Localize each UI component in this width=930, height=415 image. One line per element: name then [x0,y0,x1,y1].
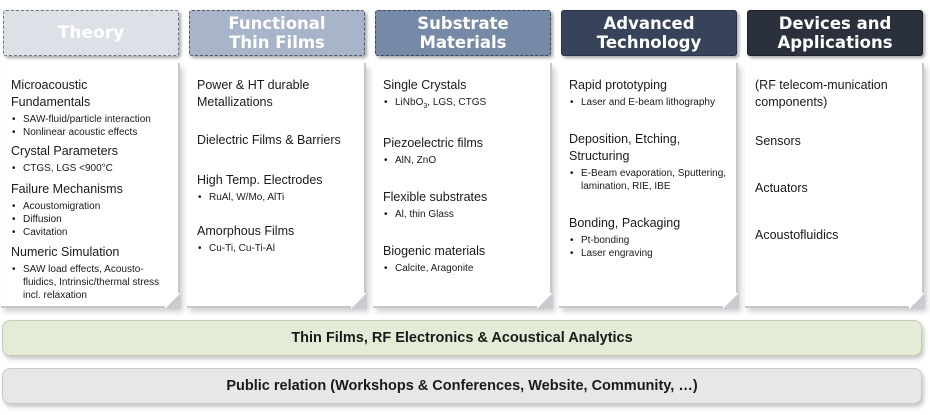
bullet-item: Diffusion [11,213,172,226]
column-advanced-technology: Advanced Technology Rapid prototyping La… [559,8,740,309]
section-title: (RF telecom-munication components) [755,78,888,109]
column-substrate-materials: Substrate Materials Single Crystals LiNb… [373,8,554,309]
bullet-item: Nonlinear acoustic effects [11,126,172,139]
column-devices-and-applications: Devices and Applications (RF telecom-mun… [745,8,926,309]
bullet-item: Al, thin Glass [383,208,544,221]
section-title: Dielectric Films & Barriers [197,133,341,147]
section: Single Crystals LiNbO3, LGS, CTGS [383,77,544,113]
bullet-item: Laser engraving [569,247,730,260]
section: Rapid prototyping Laser and E-beam litho… [569,77,730,109]
section: Crystal Parameters CTGS, LGS <900°C [11,143,172,175]
section: Microacoustic Fundamentals SAW-fluid/par… [11,77,172,139]
section: Piezoelectric films AlN, ZnO [383,135,544,167]
section: Flexible substrates Al, thin Glass [383,189,544,221]
section-title: Acoustofluidics [755,228,839,242]
section: Actuators [755,180,916,197]
page-fold-corner [351,293,367,309]
section-title: Amorphous Films [197,224,295,238]
section-title: Microacoustic Fundamentals [11,78,91,109]
bullet-item: CTGS, LGS <900°C [11,162,172,175]
section: Dielectric Films & Barriers [197,132,358,149]
column-header: Advanced Technology [561,10,737,56]
bullet-item: Laser and E-beam lithography [569,96,730,109]
page-fold-corner [537,293,553,309]
section: Failure Mechanisms Acoustomigration Diff… [11,181,172,239]
bullet-item: SAW-fluid/particle interaction [11,113,172,126]
column-header: Devices and Applications [747,10,923,56]
section: Sensors [755,133,916,150]
column-card: (RF telecom-munication components) Senso… [745,63,925,309]
section: High Temp. Electrodes RuAl, W/Mo, AlTi [197,172,358,204]
section-title: Piezoelectric films [383,136,484,150]
column-theory: Theory Microacoustic Fundamentals SAW-fl… [1,8,182,309]
column-card: Rapid prototyping Laser and E-beam litho… [559,63,739,309]
bullet-item: Cavitation [11,226,172,239]
section-title: High Temp. Electrodes [197,173,323,187]
section-title: Flexible substrates [383,190,488,204]
bullet-item: Acoustomigration [11,200,172,213]
page-fold-corner [909,293,925,309]
bullet-item: LiNbO3, LGS, CTGS [383,96,544,113]
section-title: Numeric Simulation [11,245,120,259]
bullet-item: SAW load effects, Acousto-fluidics, Intr… [11,263,171,302]
column-header: Functional Thin Films [189,10,365,56]
bullet-item: Calcite, Aragonite [383,262,544,275]
section-title: Deposition, Etching, Structuring [569,132,681,163]
section-title: Actuators [755,181,808,195]
section-title: Bonding, Packaging [569,216,681,230]
section: Power & HT durable Metallizations [197,77,358,111]
section: Numeric Simulation SAW load effects, Aco… [11,244,172,302]
section: Acoustofluidics [755,227,916,244]
bullet-item: Pt-bonding [569,234,730,247]
page-fold-corner [723,293,739,309]
section: Biogenic materials Calcite, Aragonite [383,243,544,275]
bullet-item: Cu-Ti, Cu-Ti-Al [197,242,358,255]
section: Amorphous Films Cu-Ti, Cu-Ti-Al [197,223,358,255]
section-title: Sensors [755,134,801,148]
thin-films-banner: Thin Films, RF Electronics & Acoustical … [2,320,922,356]
section: (RF telecom-munication components) [755,77,916,111]
column-header: Substrate Materials [375,10,551,56]
section-title: Rapid prototyping [569,78,667,92]
public-relation-banner: Public relation (Workshops & Conferences… [2,368,922,404]
column-card: Power & HT durable Metallizations Dielec… [187,63,367,309]
section-title: Crystal Parameters [11,144,118,158]
bullet-item: RuAl, W/Mo, AlTi [197,191,358,204]
column-header: Theory [3,10,179,56]
section-title: Biogenic materials [383,244,486,258]
column-card: Microacoustic Fundamentals SAW-fluid/par… [1,63,181,309]
section-title: Single Crystals [383,78,467,92]
column-functional-thin-films: Functional Thin Films Power & HT durable… [187,8,368,309]
section-title: Failure Mechanisms [11,182,123,196]
bullet-item: AlN, ZnO [383,154,544,167]
column-card: Single Crystals LiNbO3, LGS, CTGS Piezoe… [373,63,553,309]
section: Deposition, Etching, Structuring E-Beam … [569,131,730,193]
section-title: Power & HT durable Metallizations [197,78,310,109]
section: Bonding, Packaging Pt-bonding Laser engr… [569,215,730,260]
bullet-item: E-Beam evaporation, Sputtering, laminati… [569,167,731,193]
